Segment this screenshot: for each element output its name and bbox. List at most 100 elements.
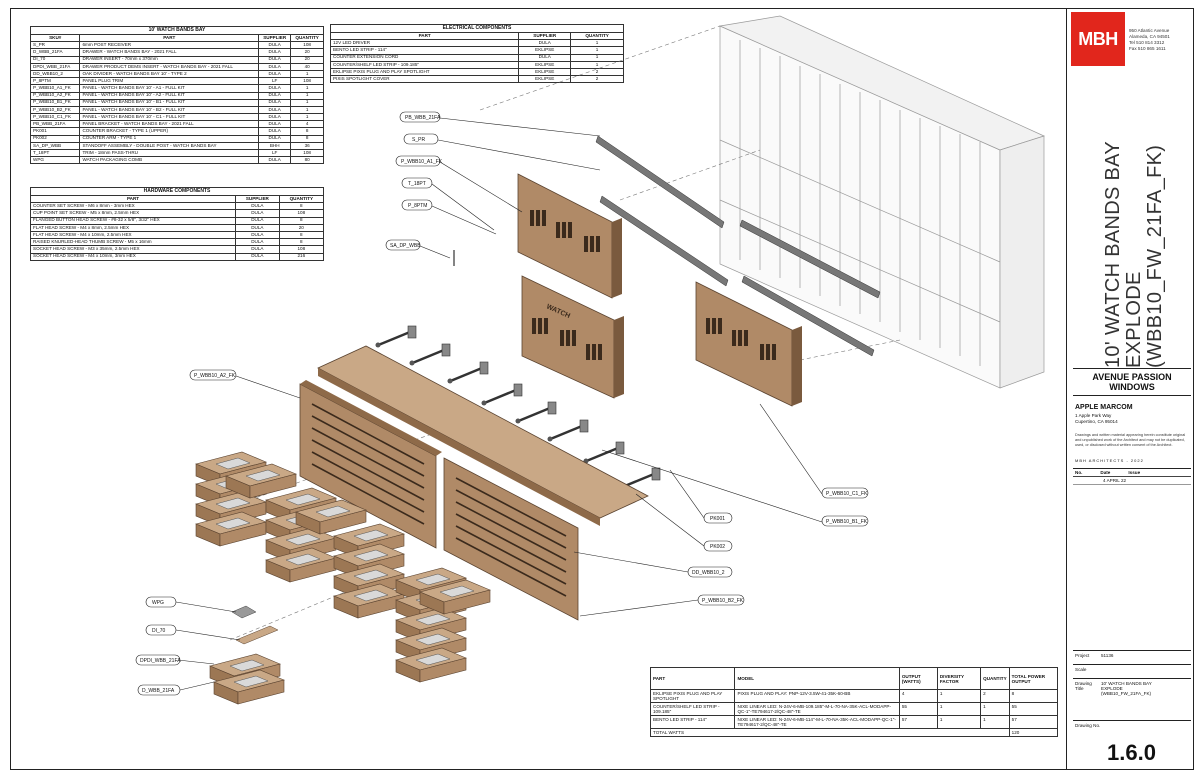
- column-header: SUPPLIER: [518, 31, 572, 41]
- column-header: MODEL: [734, 667, 900, 690]
- mbh-logo: MBH: [1071, 12, 1125, 66]
- column-header: QUANTITY: [980, 667, 1010, 690]
- table-cell: 1: [570, 39, 624, 48]
- panel-b1: WATCH: [521, 275, 624, 399]
- callout-spr: S_PR: [403, 133, 439, 145]
- column-header: QUANTITY: [570, 31, 624, 41]
- table-cell: EKLIPSE: [518, 75, 572, 84]
- table-cell: 4: [898, 689, 938, 703]
- table-cell: WPG: [29, 156, 81, 165]
- table-cell: 55: [898, 702, 938, 716]
- svg-text:PB_WBB_21FA: PB_WBB_21FA: [405, 115, 441, 121]
- callout-c1: P_WBB10_C1_FK: [821, 487, 869, 499]
- column-header: OUTPUT (WATTS): [898, 667, 938, 690]
- table-cell: S_PR: [29, 41, 81, 50]
- callout-di: DI_70: [145, 624, 177, 636]
- assembly-lines: [229, 25, 901, 641]
- callout-b2: P_WBB10_B2_FK: [697, 594, 745, 606]
- svg-text:DD_WBB10_2: DD_WBB10_2: [692, 570, 725, 576]
- title-block: MBH 950 Atlantic Avenue Alameda, CA 9450…: [1066, 8, 1194, 770]
- table-cell: DULA: [518, 53, 572, 62]
- svg-text:DI_70: DI_70: [152, 628, 166, 634]
- svg-text:P_WBB10_A2_FK: P_WBB10_A2_FK: [194, 373, 236, 379]
- callout-wpg: WPG: [145, 596, 177, 608]
- table-title: ELECTRICAL COMPONENTS: [330, 24, 624, 32]
- drawing-sheet: [10, 8, 1194, 770]
- panel-b2: [443, 457, 579, 621]
- svg-text:WPG: WPG: [152, 600, 164, 606]
- table-cell: 216: [278, 252, 325, 261]
- leader-lines: [175, 117, 823, 691]
- table-cell: BENTO LED STRIP - 114": [329, 46, 520, 55]
- loose-parts: [209, 250, 455, 705]
- column-header: SUPPLIER: [258, 33, 292, 43]
- fixture-outline: [718, 15, 1045, 389]
- table-cell: 55: [1008, 702, 1059, 716]
- table-cell: EKLIPSE: [518, 46, 572, 55]
- table-cell: DULA: [258, 41, 292, 50]
- table-cell: PIXIS SPOTLIGHT COVER: [329, 75, 520, 84]
- table-cell: 12V LED DRIVER: [329, 39, 520, 48]
- column-header: QUANTITY: [290, 33, 324, 43]
- column-header: SKU#: [29, 33, 81, 43]
- table-cell: 1: [570, 46, 624, 55]
- callout-t18: T_18PT: [401, 177, 433, 189]
- revision-row: 4 APRIL 22: [1073, 477, 1191, 485]
- client-address: 1 Apple Park Way Cupertino, CA 95014: [1075, 413, 1118, 424]
- svg-text:PK001: PK001: [710, 516, 725, 522]
- callout-pk1: PK001: [703, 512, 733, 524]
- table-cell: 1: [936, 689, 982, 703]
- drawing-title-row: Drawing Title 10' WATCH BANDS BAY EXPLOD…: [1073, 678, 1191, 718]
- table-title: 10' WATCH BANDS BAY: [30, 26, 324, 34]
- table-row: BENTO LED STRIP - 114"NIXE LINEAR LED: N…: [649, 715, 1059, 729]
- svg-text:S_PR: S_PR: [412, 137, 425, 143]
- table-cell: NIXE LINEAR LED: N-24V-6-MB-109.185"-M-L…: [734, 702, 900, 716]
- revision-header: No. Date Issue: [1073, 468, 1191, 477]
- table-cell: 57: [898, 715, 938, 729]
- callout-b1: P_WBB10_B1_FK: [821, 515, 869, 527]
- svg-text:P_WBB10_B1_FK: P_WBB10_B1_FK: [826, 519, 868, 525]
- table-cell: DULA: [258, 48, 292, 57]
- counter-top: [317, 345, 649, 526]
- table-cell: PIXIS PLUG AND PLAY: PNP-12V-3.5W-41-35K…: [734, 689, 900, 703]
- column-header: PART: [329, 31, 520, 41]
- table-cell: 1: [936, 702, 982, 716]
- column-header: DIVERSITY FACTOR: [936, 667, 982, 690]
- table-cell: 1: [980, 702, 1010, 716]
- table-cell: 8: [1008, 689, 1059, 703]
- svg-text:PK002: PK002: [710, 544, 725, 550]
- total-value: 120: [1008, 728, 1059, 737]
- callout-dw: D_WBB_21FA: [137, 684, 181, 696]
- table-row: COUNTER/SHELF LED STRIP - 109.185"NIXE L…: [649, 702, 1059, 716]
- callout-p8: P_8PTM: [401, 199, 433, 211]
- scale-row: Scale: [1073, 664, 1191, 674]
- sheet-number: 1.6.0: [1107, 740, 1156, 765]
- disclaimer: Drawings and written material appearing …: [1075, 433, 1186, 447]
- table-cell: NIXE LINEAR LED: N-24V-6-MB-114"-M-L-70-…: [734, 715, 900, 729]
- callout-a1: P_WBB10_A1_FK: [395, 155, 443, 167]
- svg-text:P_WBB10_A1_FK: P_WBB10_A1_FK: [401, 159, 443, 165]
- table-cell: 2: [980, 689, 1010, 703]
- table-cell: 1: [570, 53, 624, 62]
- callout-sa: SA_DP_WBB: [385, 239, 421, 251]
- table-cell: 20: [290, 48, 324, 57]
- copyright: MBH ARCHITECTS - 2022: [1075, 458, 1144, 463]
- svg-text:SA_DP_WBB: SA_DP_WBB: [390, 243, 421, 249]
- table-cell: COUNTER/SHELF LED STRIP - 109.185": [649, 702, 736, 716]
- table-cell: 20: [290, 55, 324, 64]
- callout-pk2: PK002: [703, 540, 733, 552]
- table-cell: 108: [290, 41, 324, 50]
- drawing-number-row: Drawing No.: [1073, 720, 1191, 730]
- callout-a2: P_WBB10_A2_FK: [189, 369, 237, 381]
